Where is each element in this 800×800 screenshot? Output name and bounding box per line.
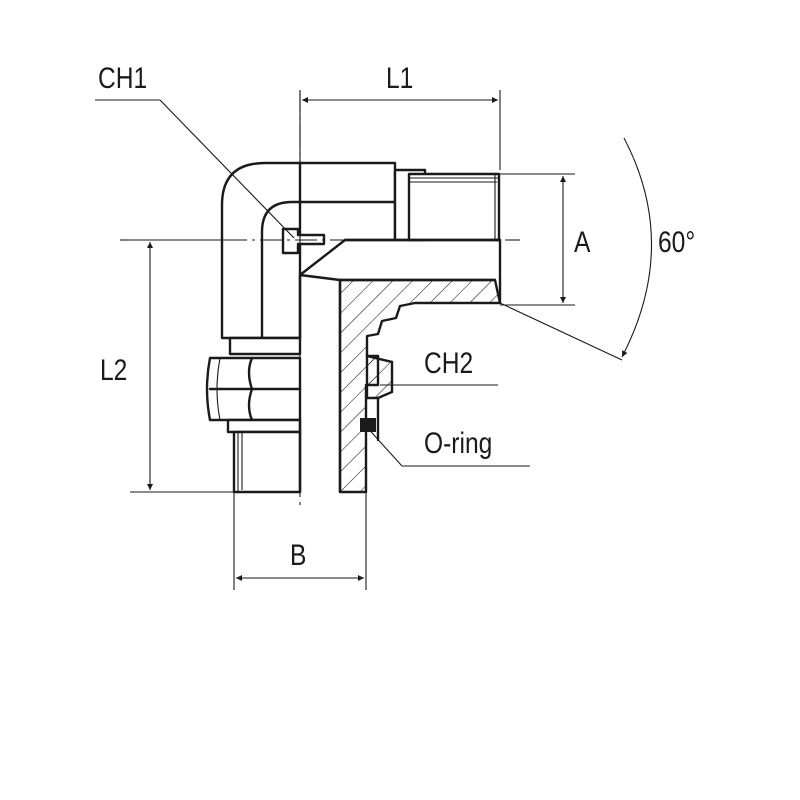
o-ring (360, 396, 380, 442)
angle-label: 60° (658, 225, 695, 259)
hex-nut (205, 336, 394, 422)
dimensions (130, 90, 653, 590)
o-ring-label: O-ring (424, 426, 492, 460)
thread-stud (393, 168, 501, 242)
ch1-hex-symbol (281, 227, 326, 255)
centerlines (120, 90, 520, 505)
a-label: A (574, 225, 591, 259)
leaders (95, 99, 530, 467)
ch2-label: CH2 (424, 346, 473, 380)
lower-spigot (226, 418, 302, 494)
l2-label: L2 (100, 353, 127, 387)
l1-label: L1 (386, 61, 413, 95)
ch1-label: CH1 (98, 61, 147, 95)
section-hatch (298, 238, 502, 494)
b-label: B (290, 538, 306, 572)
